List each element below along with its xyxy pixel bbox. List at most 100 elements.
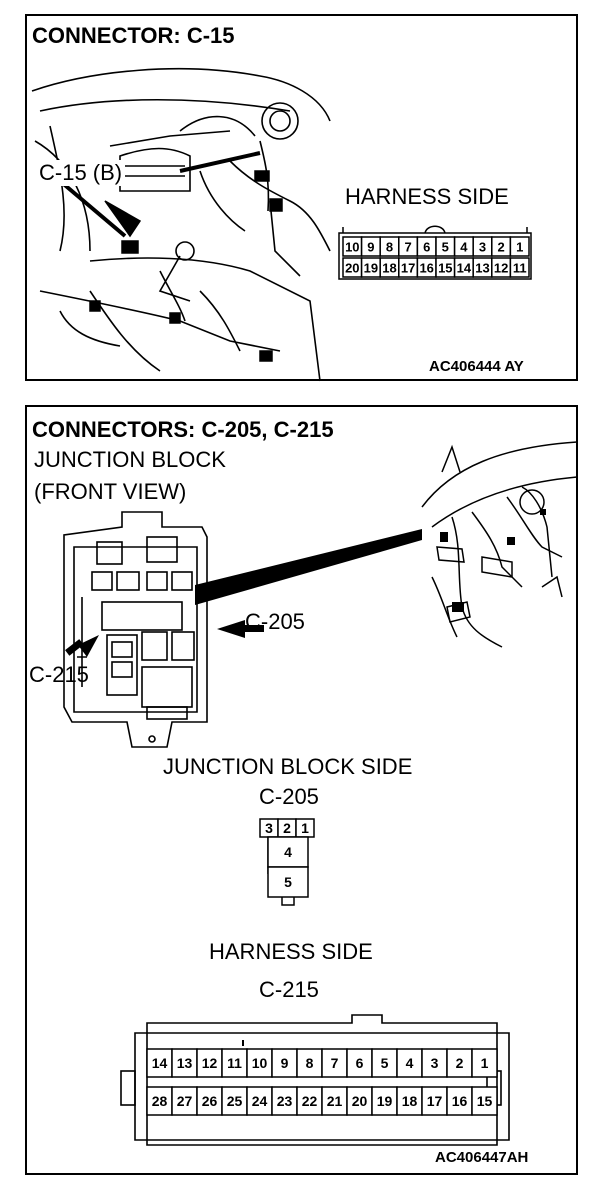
c15-pin-11: 11 — [509, 257, 530, 278]
c15-pin-17: 17 — [398, 257, 419, 278]
c205-arrow — [217, 620, 245, 638]
c205-label: C-205 — [259, 784, 319, 809]
svg-text:14: 14 — [457, 261, 472, 276]
c215-pin-28: 28 — [146, 1086, 173, 1116]
c15-pin-19: 19 — [360, 257, 381, 278]
svg-text:14: 14 — [152, 1055, 168, 1071]
svg-text:3: 3 — [479, 240, 486, 255]
c15-pin-6: 6 — [416, 236, 437, 257]
c215-arrow — [78, 635, 99, 657]
svg-text:4: 4 — [284, 844, 292, 860]
c15-pin-9: 9 — [360, 236, 381, 257]
c15-pin-16: 16 — [416, 257, 437, 278]
svg-text:5: 5 — [381, 1055, 389, 1071]
c15-pin-12: 12 — [491, 257, 512, 278]
svg-text:20: 20 — [352, 1093, 368, 1109]
junction-block-illustration — [63, 511, 208, 748]
c15-pin-7: 7 — [398, 236, 419, 257]
c215-pin-10: 10 — [246, 1048, 273, 1078]
c215-pin-21: 21 — [321, 1086, 348, 1116]
svg-text:12: 12 — [494, 261, 508, 276]
svg-text:26: 26 — [202, 1093, 218, 1109]
c205-pin-1: 1 — [295, 818, 315, 838]
c15-pin-2: 2 — [491, 236, 512, 257]
c15b-callout: C-15 (B) — [39, 160, 123, 186]
c215-pin-13: 13 — [171, 1048, 198, 1078]
svg-text:18: 18 — [382, 261, 396, 276]
svg-text:9: 9 — [367, 240, 374, 255]
svg-text:2: 2 — [497, 240, 504, 255]
svg-text:8: 8 — [306, 1055, 314, 1071]
svg-text:20: 20 — [345, 261, 359, 276]
svg-text:4: 4 — [406, 1055, 414, 1071]
svg-text:6: 6 — [423, 240, 430, 255]
svg-text:1: 1 — [516, 240, 523, 255]
svg-text:7: 7 — [404, 240, 411, 255]
c215-pin-15: 15 — [471, 1086, 498, 1116]
c215-pin-11: 11 — [221, 1048, 248, 1078]
svg-text:6: 6 — [356, 1055, 364, 1071]
c215-pin-8: 8 — [296, 1048, 323, 1078]
svg-text:2: 2 — [456, 1055, 464, 1071]
c15-pin-10: 10 — [342, 236, 363, 257]
connector-c15-panel: CONNECTOR: C-15 — [25, 14, 578, 382]
svg-text:25: 25 — [227, 1093, 243, 1109]
c215-pin-16: 16 — [446, 1086, 473, 1116]
c215-pin-19: 19 — [371, 1086, 398, 1116]
c215-label: C-215 — [259, 977, 319, 1002]
svg-text:17: 17 — [401, 261, 415, 276]
panel-title: CONNECTORS: C-205, C-215 — [32, 417, 334, 442]
callout-arrows — [65, 529, 422, 657]
c215-pin-7: 7 — [321, 1048, 348, 1078]
c205-arrow-label: C-205 — [245, 609, 305, 634]
c215-pin-26: 26 — [196, 1086, 223, 1116]
junction-block-label: JUNCTION BLOCK — [34, 447, 226, 472]
c15-pin-3: 3 — [472, 236, 493, 257]
c15-pin-13: 13 — [472, 257, 493, 278]
svg-text:22: 22 — [302, 1093, 318, 1109]
svg-text:28: 28 — [152, 1093, 168, 1109]
svg-text:10: 10 — [345, 240, 359, 255]
c15-pin-20: 20 — [342, 257, 363, 278]
svg-text:3: 3 — [265, 820, 273, 836]
svg-text:5: 5 — [284, 874, 292, 890]
c215-pin-20: 20 — [346, 1086, 373, 1116]
svg-text:13: 13 — [177, 1055, 193, 1071]
c215-pin-17: 17 — [421, 1086, 448, 1116]
svg-text:13: 13 — [475, 261, 489, 276]
svg-text:9: 9 — [281, 1055, 289, 1071]
svg-text:21: 21 — [327, 1093, 343, 1109]
dash-wiring-illustration — [421, 441, 578, 648]
c15-pin-4: 4 — [453, 236, 474, 257]
c15-pin-8: 8 — [379, 236, 400, 257]
c215-arrow-label: C-215 — [29, 662, 89, 687]
panel-title: CONNECTOR: C-15 — [32, 23, 235, 48]
svg-text:1: 1 — [301, 820, 309, 836]
svg-text:19: 19 — [364, 261, 378, 276]
svg-text:10: 10 — [252, 1055, 268, 1071]
c15-pin-1: 1 — [509, 236, 530, 257]
c215-pin-24: 24 — [246, 1086, 273, 1116]
svg-text:3: 3 — [431, 1055, 439, 1071]
c215-pin-25: 25 — [221, 1086, 248, 1116]
c15-pin-5: 5 — [435, 236, 456, 257]
c215-pin-22: 22 — [296, 1086, 323, 1116]
svg-text:18: 18 — [402, 1093, 418, 1109]
svg-text:2: 2 — [283, 820, 291, 836]
c205-pin-5: 5 — [267, 866, 309, 898]
front-view-label: (FRONT VIEW) — [34, 479, 187, 504]
c205-pin-4: 4 — [267, 836, 309, 868]
c215-pin-23: 23 — [271, 1086, 298, 1116]
svg-text:8: 8 — [386, 240, 393, 255]
svg-text:15: 15 — [438, 261, 452, 276]
svg-text:1: 1 — [481, 1055, 489, 1071]
c215-pin-14: 14 — [146, 1048, 173, 1078]
svg-text:11: 11 — [227, 1055, 242, 1071]
c215-pin-27: 27 — [171, 1086, 198, 1116]
svg-text:16: 16 — [419, 261, 433, 276]
svg-text:17: 17 — [427, 1093, 443, 1109]
figure-code: AC406444 AY — [429, 358, 524, 375]
c205-pin-2: 2 — [277, 818, 297, 838]
